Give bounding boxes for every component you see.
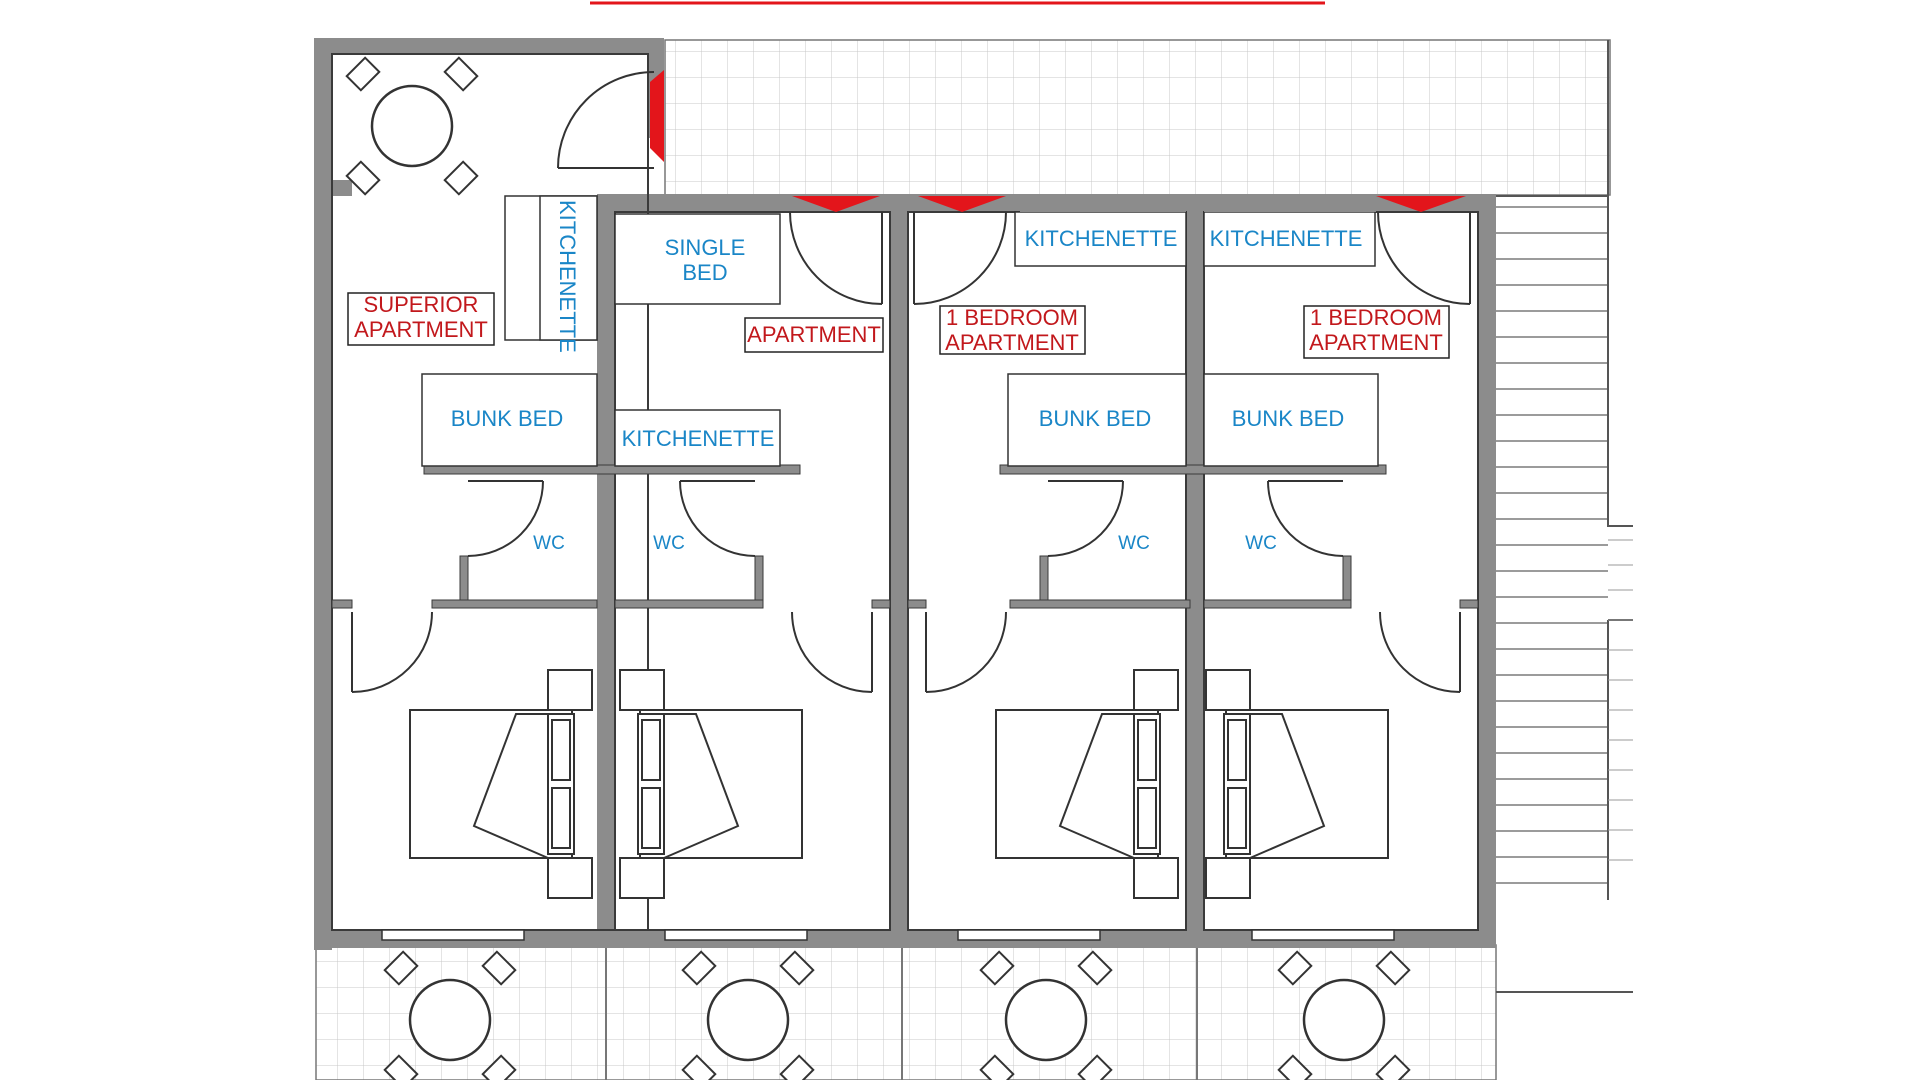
kitchenette-label-2: KITCHENETTE <box>622 426 775 451</box>
wc-label-2: WC <box>653 533 685 554</box>
wc-label-3: WC <box>1118 533 1150 554</box>
top-terrace <box>664 39 1611 196</box>
staircase <box>1496 196 1608 896</box>
superior-apartment-label-line2: APARTMENT <box>354 317 488 342</box>
one-bedroom-b-label-line1: 1 BEDROOM <box>1310 305 1442 330</box>
bunk-bed-label-1: BUNK BED <box>451 406 563 431</box>
entrance-marker-superior <box>650 70 664 162</box>
single-bed-label-line2: BED <box>682 260 727 285</box>
table-set-superior <box>345 56 479 196</box>
one-bedroom-a-label-line1: 1 BEDROOM <box>946 305 1078 330</box>
entrance-marker-apartment <box>792 196 880 212</box>
entrance-marker-1br-b <box>1376 196 1466 212</box>
wc-label-1: WC <box>533 533 565 554</box>
apartment-label: APARTMENT <box>747 322 881 347</box>
kitchenette-label-3: KITCHENETTE <box>1025 226 1178 251</box>
kitchenette-vertical-label: KITCHENETTE <box>555 200 580 353</box>
wc-label-4: WC <box>1245 533 1277 554</box>
single-bed-label-line1: SINGLE <box>665 235 746 260</box>
one-bedroom-a-label-line2: APARTMENT <box>945 330 1079 355</box>
bunk-bed-label-3: BUNK BED <box>1232 406 1344 431</box>
superior-apartment-label-line1: SUPERIOR <box>364 292 479 317</box>
one-bedroom-b-label-line2: APARTMENT <box>1309 330 1443 355</box>
entrance-marker-1br-a <box>918 196 1006 212</box>
kitchenette-label-4: KITCHENETTE <box>1210 226 1363 251</box>
bunk-bed-label-2: BUNK BED <box>1039 406 1151 431</box>
